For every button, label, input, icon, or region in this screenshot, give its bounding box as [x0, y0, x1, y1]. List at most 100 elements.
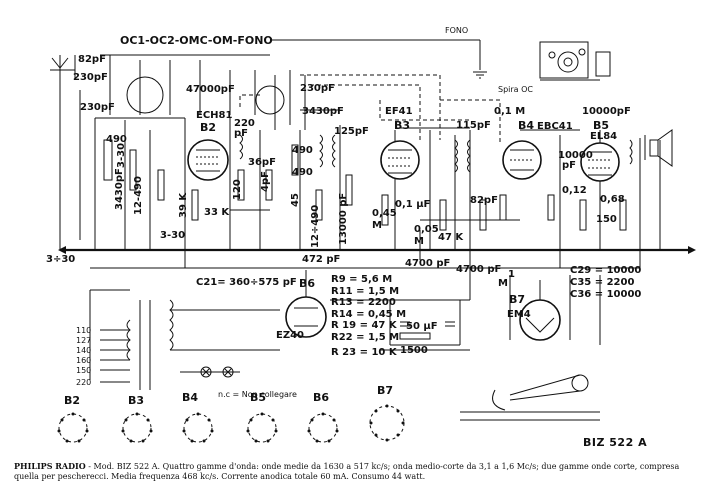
c29-value: C29 = 10000: [570, 265, 641, 276]
c-220: 220: [234, 118, 255, 129]
speaker-icon: [639, 129, 673, 167]
rf-components: [103, 109, 627, 260]
c-50uf: 50 µF: [406, 321, 438, 332]
c-490c: 490: [292, 167, 313, 178]
tube-b4-type: EBC41: [537, 121, 573, 132]
caption-brand: PHILIPS RADIO: [14, 461, 86, 471]
model-label: BIZ 522 A: [583, 436, 648, 449]
r-012: 0,12: [562, 185, 587, 196]
nc-note: n.c = Non collegare: [218, 390, 297, 399]
c-36: 36pF: [248, 157, 276, 168]
c-230a: 230pF: [73, 72, 108, 83]
fono-label: FONO: [445, 26, 468, 35]
tube-b6-type: EZ40: [276, 330, 304, 341]
socket-b7: [369, 404, 405, 442]
r11-value: R11 = 1,5 M: [331, 286, 399, 297]
pilot-lamps: [180, 366, 240, 378]
c36-value: C36 = 10000: [570, 289, 641, 300]
tube-b5-type: EL84: [590, 131, 617, 142]
c-12-490: 12-490: [133, 176, 144, 215]
tube-b2-type: ECH81: [196, 110, 232, 121]
r22-value: R22 = 1,5 M: [331, 332, 399, 343]
socket-b7-label: B7: [377, 384, 393, 397]
tube-b3-ref: B3: [394, 119, 410, 132]
switch-assembly: [539, 41, 611, 81]
tube-b6-ref: B6: [299, 277, 315, 290]
r-01m: 0,1 M: [494, 106, 525, 117]
mains-150: 150: [76, 366, 91, 375]
c-82: 82pF: [78, 54, 106, 65]
c-125: 125pF: [334, 126, 369, 137]
c35-value: C35 = 2200: [570, 277, 634, 288]
r-1500: 1500: [400, 345, 428, 356]
r-005: 0,05: [414, 224, 439, 235]
filter-network: [330, 268, 601, 351]
c-pf: pF: [234, 128, 248, 139]
fono-ground-icon: [473, 71, 487, 79]
output-transformer: [629, 139, 633, 165]
socket-b2-label: B2: [64, 394, 80, 407]
c-01uf: 0,1 µF: [395, 199, 430, 210]
spira-label: Spira OC: [498, 85, 533, 94]
tube-b7-type: EM4: [507, 309, 531, 320]
socket-b5-label: B5: [250, 391, 266, 404]
c-82b: 82pF: [470, 195, 498, 206]
r-150: 150: [596, 214, 617, 225]
tube-b4: [502, 140, 542, 180]
dial-mechanism: [460, 374, 600, 421]
tube-b5: [580, 142, 620, 182]
socket-b4-label: B4: [182, 391, 198, 404]
mains-110: 110: [76, 326, 91, 335]
labels: OC1-OC2-OMC-OM-FONO FONO ECH81 B2 EF41 B…: [46, 26, 641, 407]
socket-b3: [121, 412, 153, 443]
socket-b4: [182, 412, 214, 443]
c-12-490b: 12÷490: [310, 205, 321, 248]
c-13000: 13000 pF: [338, 193, 349, 245]
c-490b: 490: [292, 145, 313, 156]
r13-value: R13 = 2200: [331, 297, 396, 308]
c-4700b: 4700 pF: [456, 264, 501, 275]
tube-b3: [380, 140, 420, 180]
r-39k: 39 K: [178, 192, 189, 218]
caption: PHILIPS RADIO - Mod. BIZ 522 A. Quattro …: [14, 461, 689, 482]
power-transformer: [89, 289, 280, 390]
r-045: 0,45: [372, 208, 397, 219]
tube-b7-ref: B7: [509, 293, 525, 306]
r-068: 0,68: [600, 194, 625, 205]
band-title: OC1-OC2-OMC-OM-FONO: [120, 34, 273, 47]
caption-text: - Mod. BIZ 522 A. Quattro gamme d'onda: …: [14, 462, 680, 481]
c-115: 115pF: [456, 120, 491, 131]
r19-value: R 19 = 47 K: [331, 320, 398, 331]
r-005-unit: M: [414, 236, 424, 247]
r9-value: R9 = 5,6 M: [331, 274, 392, 285]
tube-b2-ref: B2: [200, 121, 216, 134]
bus-lines: [58, 90, 696, 269]
socket-b6-label: B6: [313, 391, 329, 404]
c-45: 45: [290, 193, 301, 207]
c-3-30c: 3÷30: [46, 254, 75, 265]
r-120: 120: [232, 179, 243, 200]
c-472: 472 pF: [302, 254, 340, 265]
r-1m-unit: M: [498, 278, 508, 289]
antenna-icon: [51, 55, 69, 130]
c-47000: 47000pF: [186, 84, 235, 95]
bus-arrow-left: [58, 246, 66, 254]
bus-arrow-right: [688, 246, 696, 254]
mains-220: 220: [76, 378, 91, 387]
r23-value: R 23 = 10 K: [331, 347, 398, 358]
tube-b4-ref: B4: [518, 119, 534, 132]
tube-b3-type: EF41: [385, 106, 413, 117]
c-490a: 490: [106, 134, 127, 145]
c-10000b: 10000: [558, 150, 593, 161]
socket-diagrams: [57, 404, 405, 443]
c-230c: 230pF: [300, 83, 335, 94]
mains-160: 160: [76, 356, 91, 365]
band-switch: [50, 39, 481, 130]
tube-b5-ref: B5: [593, 119, 609, 132]
socket-b5: [246, 412, 278, 443]
tube-b2: [187, 139, 229, 181]
tube-b6: [285, 270, 327, 338]
c-4: 4pF: [260, 171, 271, 192]
c-10000b-pf: pF: [562, 160, 576, 171]
